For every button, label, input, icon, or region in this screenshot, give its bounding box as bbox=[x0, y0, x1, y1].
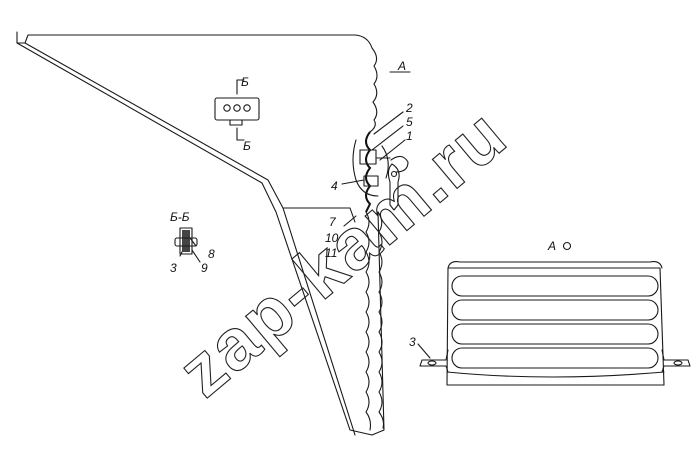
section-b-top-label: Б bbox=[241, 75, 249, 89]
callout-10: 10 bbox=[325, 231, 339, 245]
callout-11: 11 bbox=[325, 246, 337, 260]
view-a-label: А bbox=[397, 59, 406, 73]
callout-4: 4 bbox=[331, 179, 338, 193]
section-bb-detail bbox=[174, 227, 198, 255]
callout-2: 2 bbox=[405, 101, 413, 115]
callout-3-detail: 3 bbox=[409, 335, 416, 349]
callout-3: 3 bbox=[170, 261, 177, 275]
callout-9: 9 bbox=[201, 261, 208, 275]
section-bb-title: Б-Б bbox=[170, 210, 190, 224]
panel-outline bbox=[16, 31, 385, 436]
labels: А Б Б Б-Б А 2 5 1 4 7 10 11 8 3 9 3 bbox=[170, 59, 556, 349]
callout-7: 7 bbox=[329, 215, 337, 229]
detail-a-title: А bbox=[547, 239, 556, 253]
lock-assembly bbox=[352, 131, 409, 213]
section-b-bottom-label: Б bbox=[243, 139, 251, 153]
watermark: zap-kam.ru bbox=[164, 94, 522, 412]
detail-a-pad bbox=[419, 241, 691, 386]
section-b-plate bbox=[214, 79, 260, 141]
callout-5: 5 bbox=[406, 115, 413, 129]
callout-8: 8 bbox=[208, 247, 215, 261]
callout-1: 1 bbox=[406, 129, 413, 143]
